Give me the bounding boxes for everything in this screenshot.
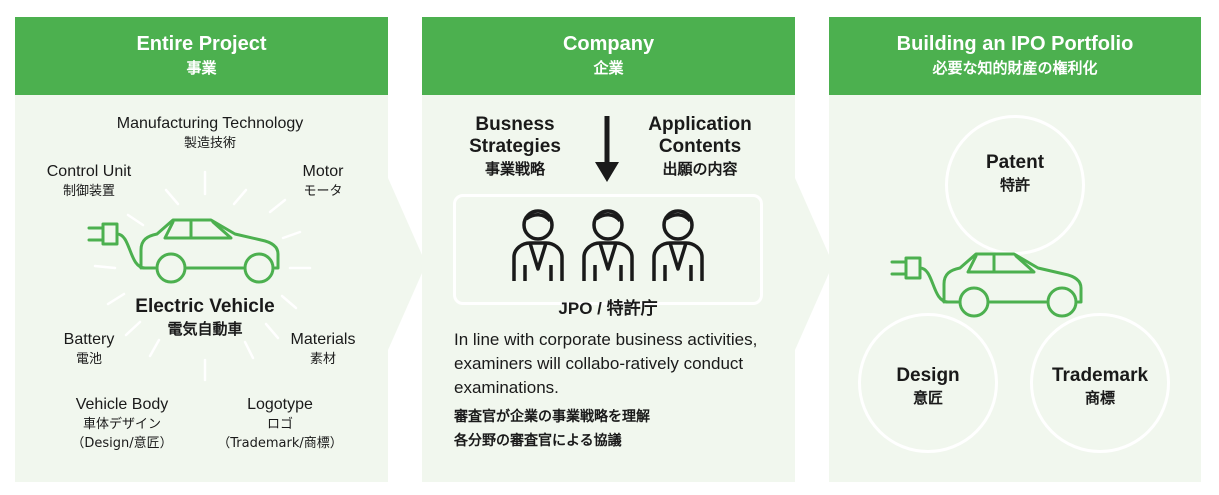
panel-title: Entire Project <box>136 33 267 55</box>
center-label-electric-vehicle: Electric Vehicle 電気自動車 <box>90 296 320 340</box>
label-en-line1: Application <box>648 114 752 135</box>
panel-title: Company <box>562 33 655 55</box>
label-en: Motor <box>302 163 344 180</box>
label-en: Patent <box>985 152 1045 173</box>
company-paragraph-en: In line with corporate business activiti… <box>454 330 758 397</box>
label-vehicle-body: Vehicle Body 車体デザイン （Design/意匠） <box>52 395 192 453</box>
label-ja: 製造技術 <box>183 136 236 151</box>
examiner-icon <box>652 209 704 281</box>
label-en: Logotype <box>247 396 313 413</box>
panel-title: Building an IPO Portfolio <box>896 33 1134 55</box>
label-en: Battery <box>63 331 115 348</box>
label-en-line1: Busness <box>475 114 555 135</box>
flow-arrow-2 <box>795 178 833 350</box>
company-panel: Company 企業 <box>422 17 795 482</box>
label-ja: 素材 <box>309 352 336 367</box>
label-ja: 商標 <box>1084 389 1115 407</box>
label-logotype: Logotype ロゴ （Trademark/商標） <box>205 395 355 453</box>
label-en: Materials <box>290 331 356 348</box>
label-ja: ロゴ <box>266 417 293 432</box>
paragraph-ja-line2: 各分野の審査官による協議 <box>454 433 622 449</box>
label-en-line2: Strategies <box>469 136 561 157</box>
label-ja: 制御装置 <box>62 184 115 199</box>
label-en: Vehicle Body <box>75 396 169 413</box>
trademark-circle <box>1030 313 1170 453</box>
examiner-icon <box>582 209 634 281</box>
label-application-contents: Application Contents 出願の内容 <box>630 114 770 180</box>
label-ja: 車体デザイン <box>82 417 161 432</box>
label-ja: 出願の内容 <box>662 160 738 178</box>
label-design: Design 意匠 <box>868 365 988 409</box>
label-en: Trademark <box>1051 365 1149 386</box>
label-manufacturing: Manufacturing Technology 製造技術 <box>60 114 360 153</box>
ev-car-icon <box>87 218 280 284</box>
label-en: Control Unit <box>46 163 132 180</box>
company-paragraph-ja: 審査官が企業の事業戦略を理解 各分野の審査官による協議 <box>454 405 774 453</box>
label-ja: 電気自動車 <box>167 320 243 338</box>
label-trademark: Trademark 商標 <box>1030 365 1170 409</box>
label-ja: モータ <box>303 184 343 199</box>
label-motor: Motor モータ <box>280 162 366 201</box>
panel-subtitle: 事業 <box>186 59 217 77</box>
label-control-unit: Control Unit 制御装置 <box>24 162 154 201</box>
label-battery: Battery 電池 <box>44 330 134 369</box>
label-ja: 特許 <box>999 176 1030 194</box>
label-note: （Design/意匠） <box>71 436 173 451</box>
label-en-line2: Contents <box>658 136 742 157</box>
label-ja: 電池 <box>75 352 102 367</box>
label-business-strategies: Busness Strategies 事業戦略 <box>445 114 585 180</box>
down-arrow-icon <box>595 116 619 182</box>
label-patent: Patent 特許 <box>955 152 1075 196</box>
entire-project-panel: Entire Project 事業 <box>15 17 388 482</box>
examiner-icon <box>512 209 564 281</box>
design-circle <box>858 313 998 453</box>
label-materials: Materials 素材 <box>278 330 368 369</box>
label-en: Design <box>896 365 960 386</box>
label-en: Electric Vehicle <box>135 296 275 317</box>
label-ja: 意匠 <box>912 389 943 407</box>
jpo-box <box>453 194 763 305</box>
panel-subtitle: 企業 <box>593 59 624 77</box>
label-ja: 事業戦略 <box>484 160 545 178</box>
panel-header: Entire Project 事業 <box>15 17 388 95</box>
flow-arrow-1 <box>388 178 426 350</box>
label-note: （Trademark/商標） <box>217 436 343 451</box>
paragraph-ja-line1: 審査官が企業の事業戦略を理解 <box>454 409 650 425</box>
ev-car-icon <box>890 252 1083 318</box>
label-en: Manufacturing Technology <box>116 115 304 132</box>
panel-subtitle: 必要な知的財産の権利化 <box>932 59 1098 77</box>
panel-header: Building an IPO Portfolio 必要な知的財産の権利化 <box>829 17 1201 95</box>
panel-header: Company 企業 <box>422 17 795 95</box>
jpo-label: JPO / 特許庁 <box>558 299 658 318</box>
